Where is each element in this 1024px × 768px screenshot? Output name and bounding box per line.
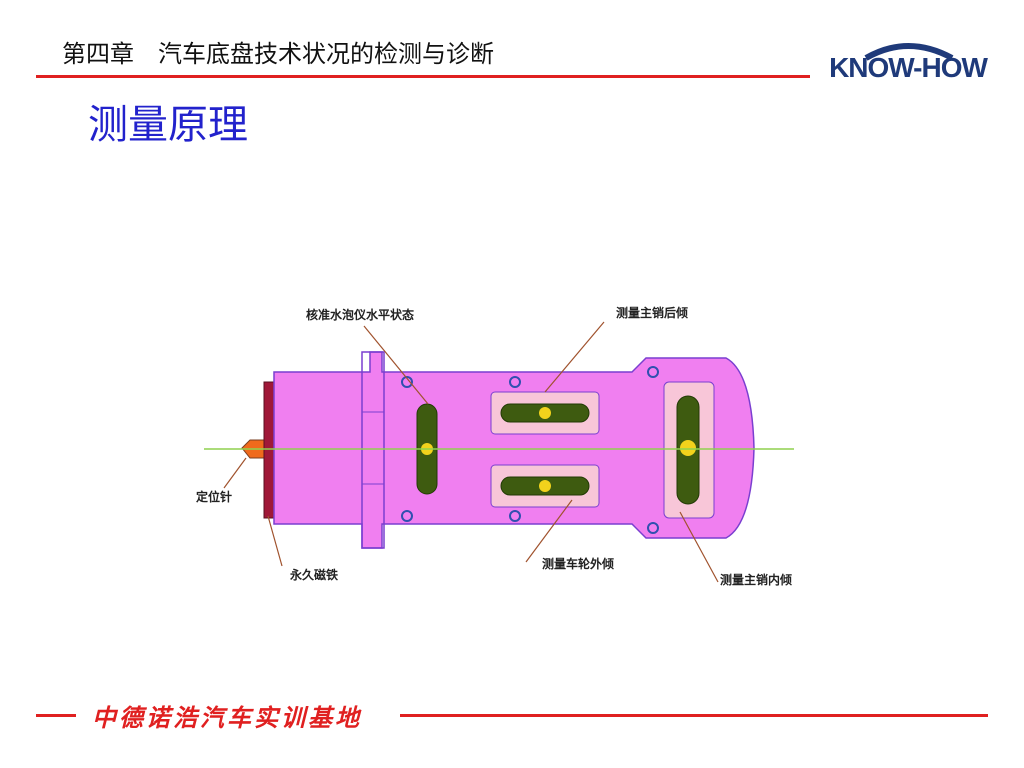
kingpin-bubble (680, 440, 696, 456)
leader-camber (525, 499, 573, 563)
mounting-hole (647, 366, 659, 378)
body-flange (361, 351, 385, 549)
footer-text: 中德诺浩汽车实训基地 (92, 703, 362, 732)
mounting-hole (401, 376, 413, 388)
mounting-holes (401, 366, 659, 534)
label-kingpin-inclination: 测量主销内倾 (720, 573, 793, 587)
caster-bubble (539, 407, 551, 419)
leader-kingpin-inclination (679, 511, 719, 583)
label-locating-pin: 定位针 (196, 490, 233, 504)
logo-text: KNOW-HOW (829, 52, 988, 83)
logo-arc-icon (864, 43, 954, 61)
label-permanent-magnet: 永久磁铁 (290, 568, 339, 582)
leader-caster (544, 321, 605, 393)
gauge-body (273, 351, 755, 549)
leader-locating-pin (223, 457, 247, 489)
footer-rule-left (36, 714, 76, 717)
leader-permanent-magnet (267, 515, 283, 567)
mounting-hole (647, 522, 659, 534)
section-title: 测量原理 (88, 102, 248, 148)
camber-bubble (539, 480, 551, 492)
label-camber: 测量车轮外倾 (542, 557, 615, 571)
leader-level-calibration (363, 325, 429, 405)
header-rule (36, 75, 810, 78)
chapter-title: 第四章 汽车底盘技术状况的检测与诊断 (62, 40, 494, 68)
logo: KNOW-HOW (818, 36, 998, 92)
footer-rule-right (400, 714, 988, 717)
mounting-hole (509, 510, 521, 522)
mounting-hole (401, 510, 413, 522)
label-level-calibration: 核准水泡仪水平状态 (306, 308, 415, 322)
label-caster: 测量主销后倾 (616, 306, 689, 320)
permanent-magnet (263, 381, 275, 519)
mounting-hole (509, 376, 521, 388)
